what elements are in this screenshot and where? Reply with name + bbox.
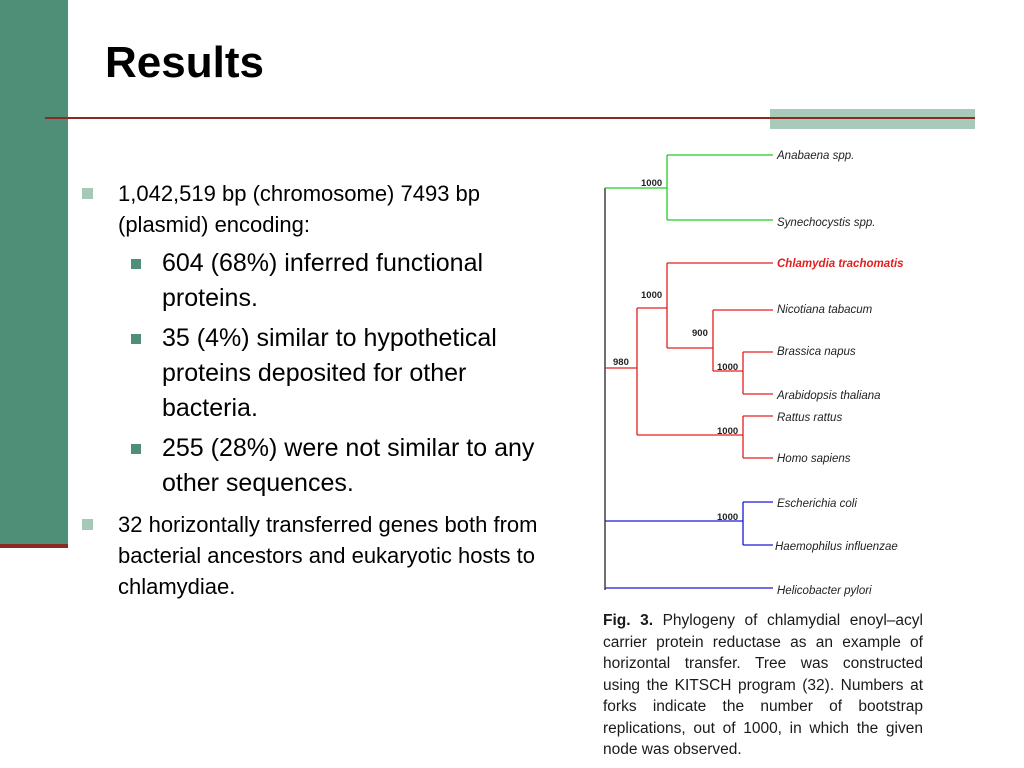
taxon-label: Haemophilus influenzae: [775, 541, 898, 553]
taxon-label: Arabidopsis thaliana: [776, 390, 881, 402]
bootstrap-value: 1000: [717, 512, 738, 523]
proteobacteria-clade: [605, 501, 773, 589]
bullet-square-icon: [131, 334, 141, 344]
bullet-square-icon: [82, 519, 93, 530]
figure-caption-label: Fig. 3.: [603, 612, 654, 629]
sub-bullet-text: 255 (28%) were not similar to any other …: [162, 434, 535, 497]
sub-bullet-text: 604 (68%) inferred functional proteins.: [162, 249, 484, 312]
bootstrap-value: 1000: [717, 362, 738, 373]
taxon-label: Anabaena spp.: [776, 150, 854, 162]
left-accent-rule: [0, 544, 68, 548]
title-rule: [45, 117, 975, 119]
bullet-square-icon: [131, 259, 141, 269]
bullet-item: 1,042,519 bp (chromosome) 7493 bp (plasm…: [80, 178, 560, 501]
taxon-label: Rattus rattus: [777, 412, 842, 424]
phylogenetic-tree: Anabaena spp. Synechocystis spp. Chlamyd…: [604, 150, 904, 597]
bootstrap-value: 1000: [717, 426, 738, 437]
taxon-label: Nicotiana tabacum: [777, 304, 873, 316]
sub-bullet-list: 604 (68%) inferred functional proteins. …: [118, 246, 560, 501]
taxon-label: Synechocystis spp.: [777, 217, 875, 229]
sub-bullet-item: 604 (68%) inferred functional proteins.: [118, 246, 560, 316]
bullet-list: 1,042,519 bp (chromosome) 7493 bp (plasm…: [80, 178, 560, 610]
slide-title: Results: [105, 38, 264, 87]
taxon-label: Escherichia coli: [777, 498, 857, 510]
figure-caption-text: Phylogeny of chlamydial enoyl–acyl carri…: [603, 612, 923, 758]
taxon-label: Helicobacter pylori: [777, 585, 872, 597]
bullet-square-icon: [82, 188, 93, 199]
bullet-item: 32 horizontally transferred genes both f…: [80, 509, 560, 602]
eukaryote-clade: [605, 262, 773, 459]
bootstrap-value: 1000: [641, 178, 662, 189]
taxon-label: Homo sapiens: [777, 453, 851, 465]
figure-caption: Fig. 3. Phylogeny of chlamydial enoyl–ac…: [603, 610, 923, 761]
corner-accent-rule: [770, 117, 975, 119]
taxon-label-highlight: Chlamydia trachomatis: [777, 258, 904, 270]
bootstrap-value: 980: [613, 357, 629, 368]
corner-accent-block: [770, 109, 975, 129]
taxon-label: Brassica napus: [777, 346, 856, 358]
sub-bullet-text: 35 (4%) similar to hypothetical proteins…: [162, 324, 497, 422]
cyanobacteria-clade: [605, 154, 773, 221]
bullet-text: 32 horizontally transferred genes both f…: [118, 512, 538, 599]
bootstrap-value: 1000: [641, 290, 662, 301]
sub-bullet-item: 35 (4%) similar to hypothetical proteins…: [118, 321, 560, 426]
bootstrap-value: 900: [692, 328, 708, 339]
bullet-square-icon: [131, 444, 141, 454]
sub-bullet-item: 255 (28%) were not similar to any other …: [118, 431, 560, 501]
bullet-text: 1,042,519 bp (chromosome) 7493 bp (plasm…: [118, 181, 481, 237]
left-accent-bar: [0, 0, 68, 548]
